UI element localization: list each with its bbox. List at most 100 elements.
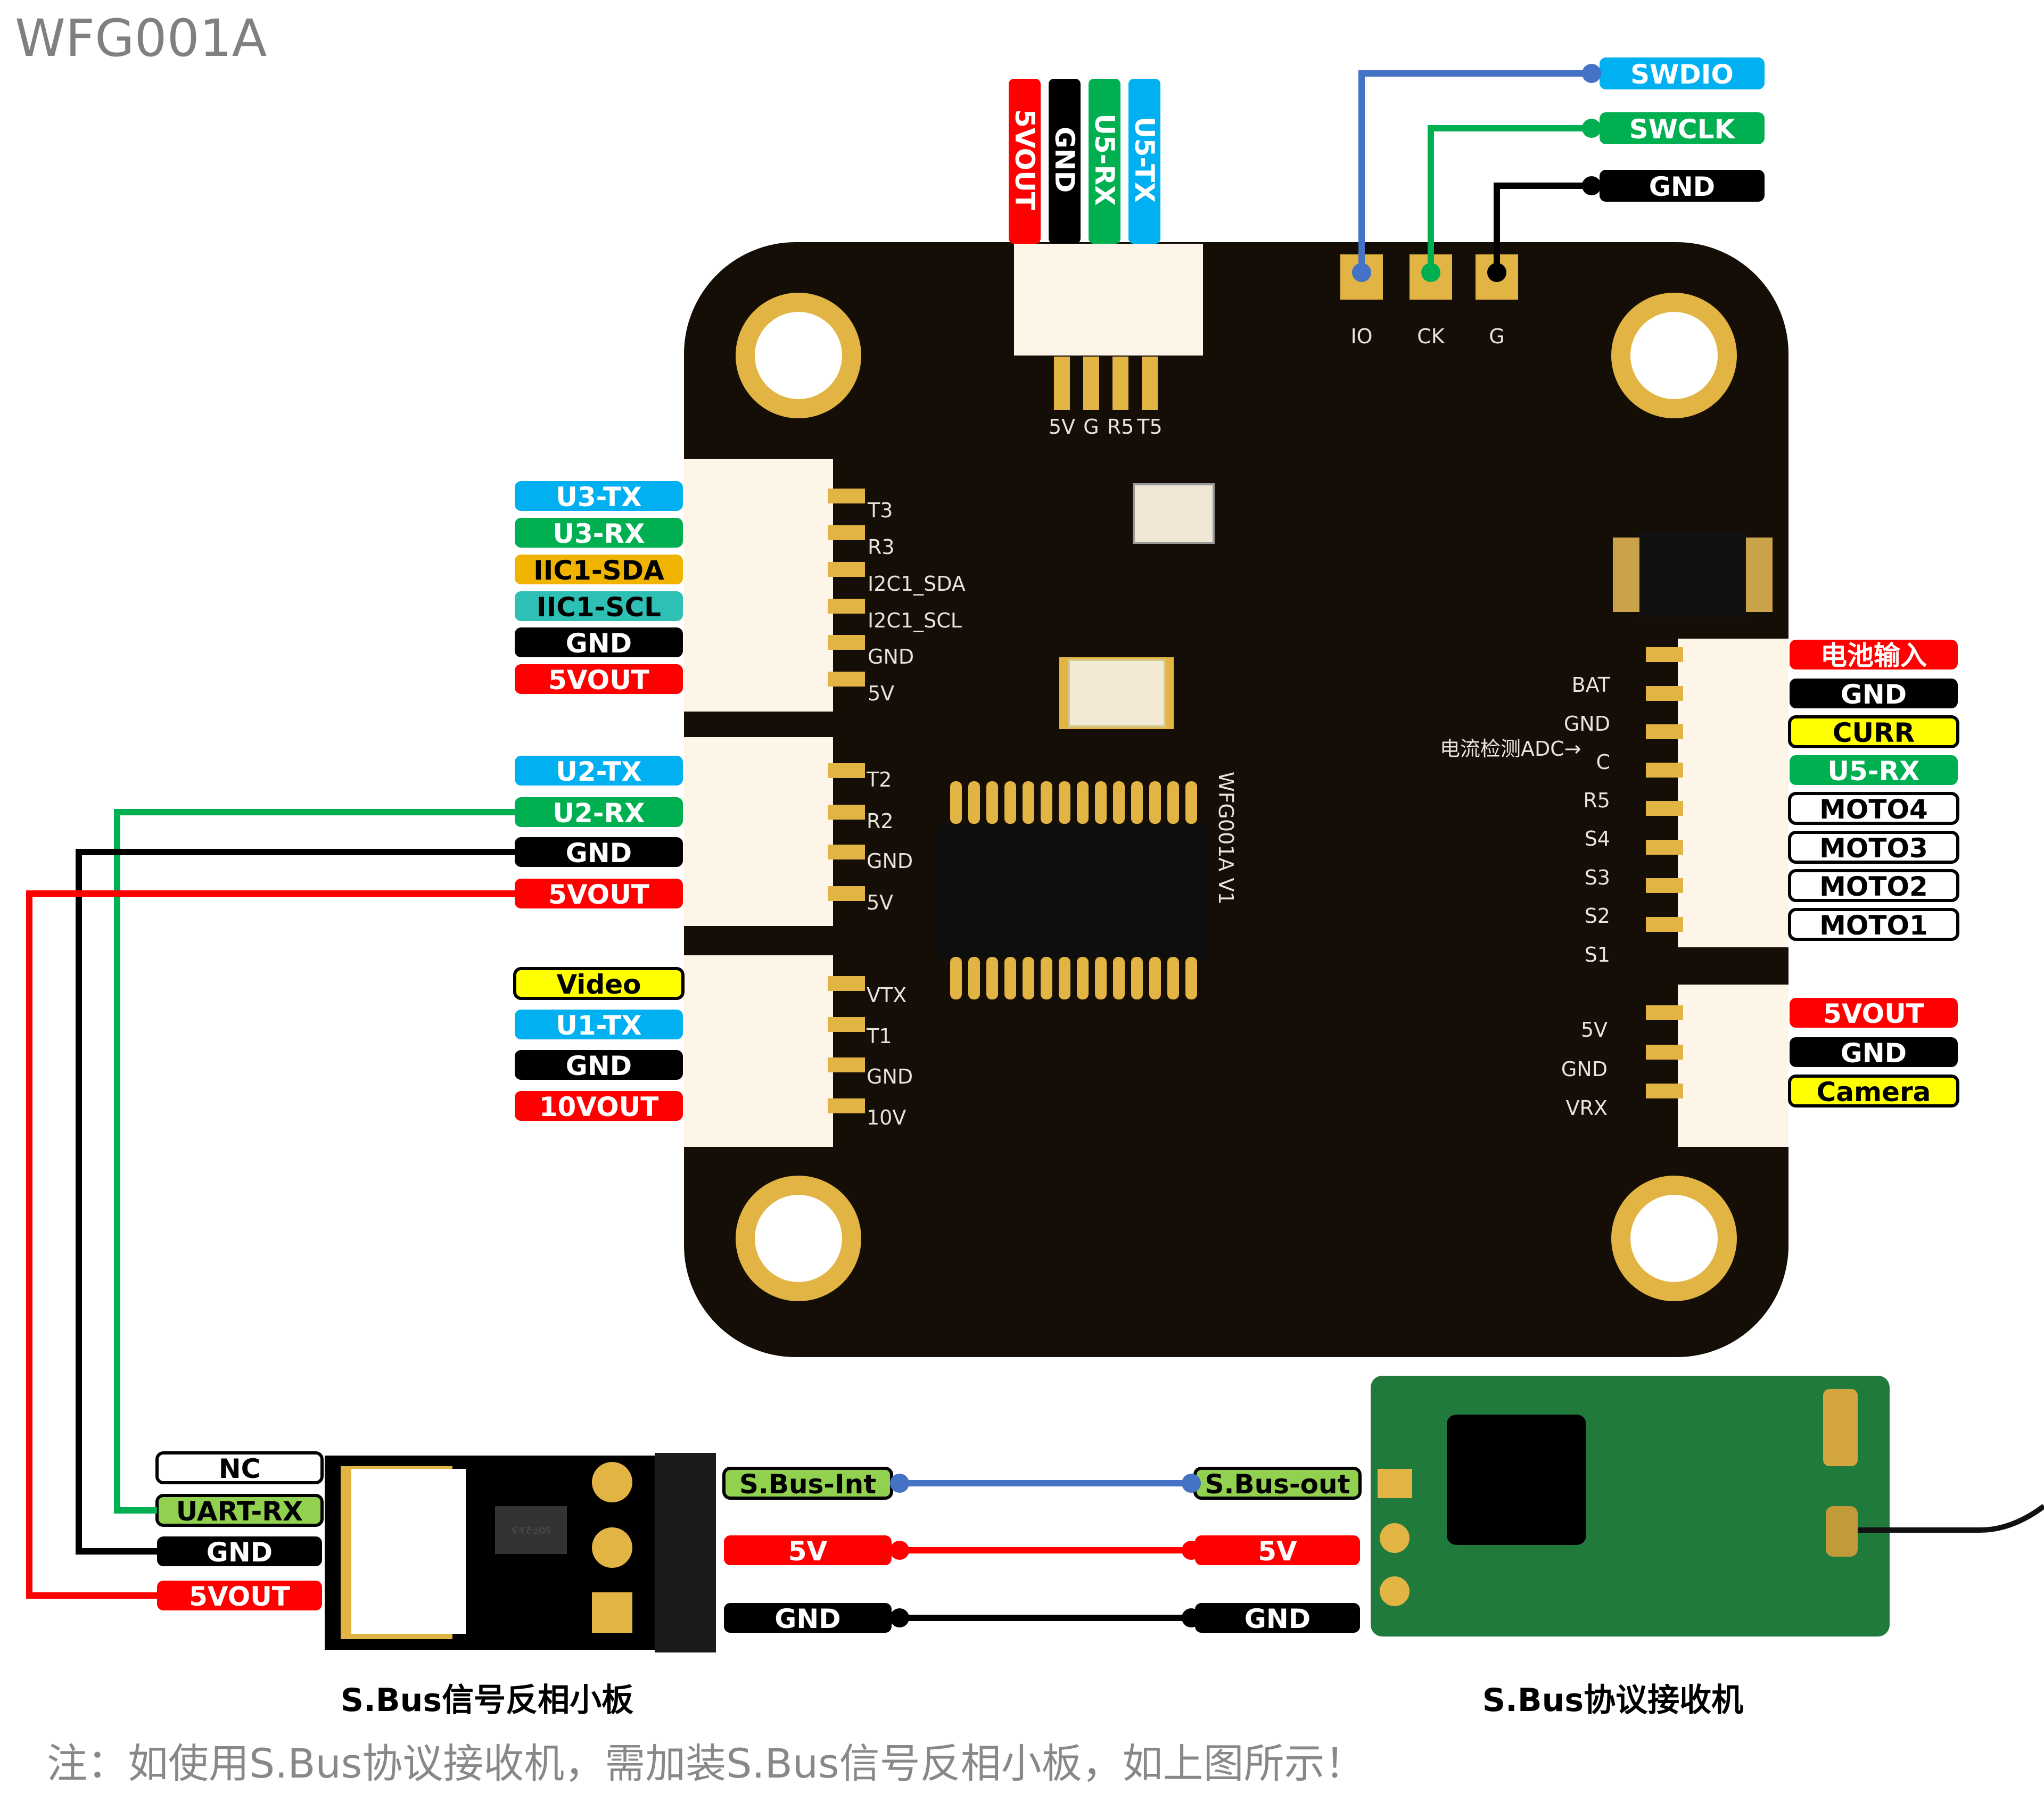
power-label-6-text: MOTO2 xyxy=(1819,871,1928,902)
connector-pin xyxy=(828,1017,865,1032)
top-pin-bg xyxy=(1009,79,1041,244)
power-label-6-bg xyxy=(1788,869,1959,902)
top-pin-label-0: 5VOUT xyxy=(1009,79,1041,244)
uart2-label-0-bg xyxy=(515,756,683,786)
power-label-7: MOTO1 xyxy=(1788,908,1959,941)
vtx-silk-3: 10V xyxy=(867,1106,906,1129)
power-label-0-bg xyxy=(1790,640,1958,670)
sbus-left-label-2-text: GND xyxy=(774,1604,840,1634)
wire-dot xyxy=(1352,263,1371,282)
inverter-label-1-text: UART-RX xyxy=(176,1496,303,1527)
uart2-label-2-text: GND xyxy=(566,838,632,869)
receiver-antenna-connector xyxy=(1826,1506,1858,1557)
connector-pin xyxy=(1646,840,1683,855)
top-pin-label-2: U5-RX xyxy=(1089,79,1120,244)
vtx-label-2-bg xyxy=(515,1050,683,1080)
uart3-label-5-text: 5VOUT xyxy=(548,665,649,696)
top-connector-pin xyxy=(1083,357,1099,410)
connector-pin xyxy=(828,525,865,540)
receiver-pad-2 xyxy=(1380,1523,1410,1553)
inverter-label-0-bg xyxy=(155,1451,324,1484)
uart2-silk-3: 5V xyxy=(867,891,893,914)
uart3-label-2-text: IIC1-SDA xyxy=(533,555,664,586)
power-label-5: MOTO3 xyxy=(1788,831,1959,864)
mcu-pin xyxy=(950,957,962,999)
sbus-receiver: S.Bus协议接收机 xyxy=(1371,1376,2044,1719)
uart2-inverter-wire-2 xyxy=(26,890,515,1599)
uart3-silk-3: I2C1_SCL xyxy=(868,609,962,632)
uart3-silk-5: 5V xyxy=(868,682,894,705)
mcu-pin xyxy=(1149,781,1161,824)
uart2-label-2-bg xyxy=(515,837,683,867)
sbus-left-label-0: S.Bus-Int xyxy=(722,1467,893,1500)
swd-wire-0 xyxy=(1358,70,1592,271)
adc-note: 电流检测ADC→ xyxy=(1440,737,1581,761)
sbus-left-label-1: 5V xyxy=(724,1535,892,1567)
connector-pin xyxy=(1646,1084,1683,1098)
uart2-label-0: U2-TX xyxy=(515,756,683,787)
power-label-4-bg xyxy=(1788,792,1959,825)
board-marking: WFG001A V1 xyxy=(1214,772,1238,905)
uart3-label-5-bg xyxy=(515,664,683,694)
receiver-ufl xyxy=(1823,1389,1858,1466)
top-silk-1: G xyxy=(1083,415,1099,439)
mcu-pin xyxy=(1059,957,1070,999)
mounting-hole-br xyxy=(1611,1176,1737,1301)
inverter-chip-label: SOT-23-5 xyxy=(512,1525,550,1535)
uart3-label-0-text: U3-TX xyxy=(556,482,641,513)
mounting-hole-tr xyxy=(1611,293,1737,418)
connector-pin xyxy=(828,599,865,614)
inverter-header xyxy=(655,1453,716,1652)
footer-note: 注：如使用S.Bus协议接收机，需加装S.Bus信号反相小板，如上图所示！ xyxy=(47,1740,1365,1787)
mcu-pin xyxy=(1131,957,1143,999)
uart3-label-0-bg xyxy=(515,481,683,511)
camera-label-0-text: 5VOUT xyxy=(1823,998,1924,1029)
power-label-7-bg xyxy=(1788,908,1959,941)
uart3-label-3: IIC1-SCL xyxy=(515,591,683,623)
uart3-label-2-bg xyxy=(515,555,683,584)
mcu-pin xyxy=(968,781,980,824)
mcu-pin xyxy=(1023,957,1034,999)
top-pin-label-3: U5-TX xyxy=(1128,79,1160,244)
inverter-chip xyxy=(495,1506,567,1554)
mcu-pin xyxy=(950,781,962,824)
imu-chip xyxy=(1068,659,1166,728)
antenna-wire xyxy=(1858,1503,2044,1533)
diode xyxy=(1639,532,1746,617)
mcu-pin xyxy=(1167,781,1179,824)
wire-dot xyxy=(890,1608,909,1627)
inverter-label-3-text: 5VOUT xyxy=(189,1581,290,1612)
power-silk-1: GND xyxy=(1564,712,1610,735)
swd-label-1-text: SWCLK xyxy=(1629,114,1736,145)
uart2-silk-0: T2 xyxy=(866,768,892,791)
power-label-1-text: GND xyxy=(1841,679,1907,710)
swd-label-2-bg xyxy=(1600,170,1765,202)
sbus-left-label-0-text: S.Bus-Int xyxy=(739,1469,876,1500)
connector-pin xyxy=(828,805,865,820)
sbus-left-label-1-text: 5V xyxy=(788,1536,828,1567)
connector-pin xyxy=(828,1098,865,1113)
connector-pin xyxy=(828,489,865,503)
mounting-hole-bl xyxy=(736,1176,861,1301)
mcu-pin xyxy=(968,957,980,999)
camera-label-0-bg xyxy=(1790,998,1958,1028)
camera-label-0: 5VOUT xyxy=(1790,998,1958,1029)
top-silk-2: R5 xyxy=(1107,415,1134,439)
vtx-silk-1: T1 xyxy=(866,1024,892,1048)
uart3-label-4-bg xyxy=(515,627,683,657)
power-label-3-bg xyxy=(1790,755,1958,785)
mcu-pin xyxy=(1113,957,1125,999)
power-label-0-text: 电池输入 xyxy=(1820,640,1927,671)
top-pin-text: GND xyxy=(1049,127,1080,193)
mcu-pin xyxy=(1041,781,1052,824)
power-silk-3: R5 xyxy=(1583,789,1610,812)
camera-silk-0: 5V xyxy=(1581,1018,1608,1042)
swd-wire-2 xyxy=(1494,183,1592,271)
wire-dot xyxy=(1182,1474,1201,1493)
uart3-label-1: U3-RX xyxy=(515,518,683,549)
sbus-right-label-0: S.Bus-out xyxy=(1193,1467,1362,1500)
mcu-pin xyxy=(1167,957,1179,999)
uart2-inverter-wire-0 xyxy=(114,809,515,1514)
